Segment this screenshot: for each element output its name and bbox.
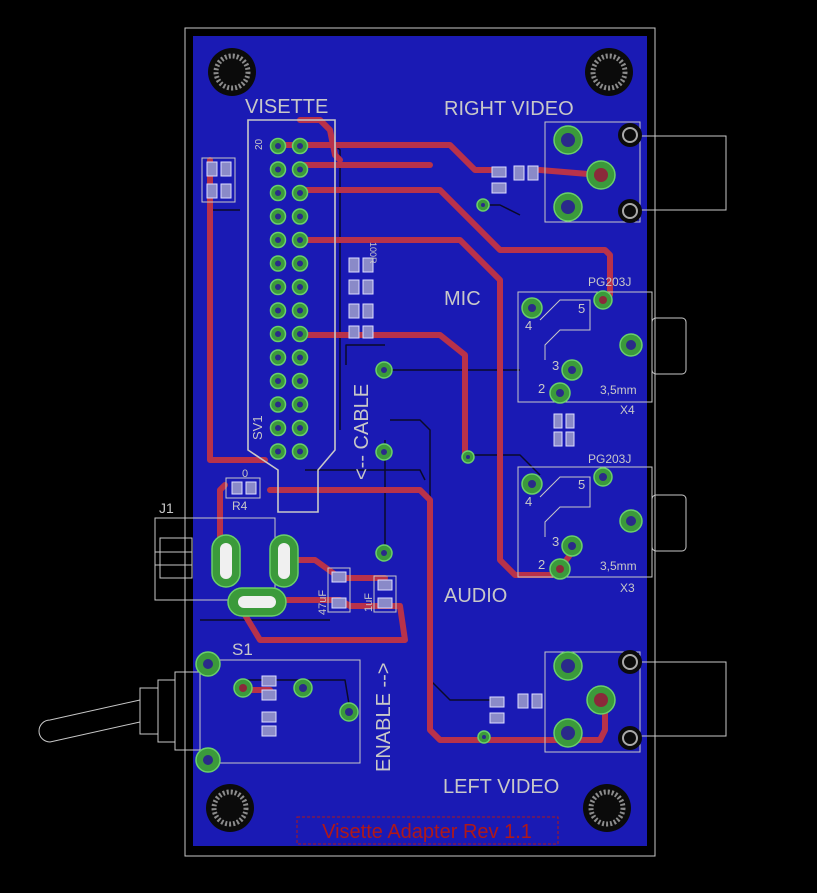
visette-label: VISETTE bbox=[245, 96, 328, 118]
sv1-pins bbox=[269, 137, 309, 460]
sv1-pin-drill bbox=[297, 190, 303, 196]
sv1-pin-drill bbox=[275, 213, 281, 220]
sv1-pin-drill bbox=[297, 378, 303, 384]
jack-x4 bbox=[517, 290, 687, 404]
cap-47uf-label: 47uF bbox=[317, 590, 329, 615]
cap-c8 bbox=[489, 693, 543, 724]
r4-value: 0 bbox=[242, 468, 248, 480]
r4-component bbox=[225, 477, 261, 499]
rca-right-video bbox=[544, 121, 727, 223]
sv1-pin-drill bbox=[275, 331, 281, 337]
cap-c10 bbox=[553, 413, 575, 447]
x4-size: 3,5mm bbox=[600, 383, 637, 397]
switch-s1 bbox=[38, 651, 361, 773]
audio-label: AUDIO bbox=[444, 585, 507, 607]
sv1-pin-drill bbox=[297, 307, 303, 314]
mic-label: MIC bbox=[444, 288, 481, 310]
cap-1uf-label: 1uF bbox=[363, 593, 375, 612]
cap-c9 bbox=[491, 165, 539, 194]
sv1-pin-drill bbox=[297, 237, 303, 243]
x3-pin2: 2 bbox=[538, 557, 545, 572]
left-video-label: LEFT VIDEO bbox=[443, 776, 559, 798]
sv1-pin-drill bbox=[275, 354, 281, 361]
x3-size: 3,5mm bbox=[600, 559, 637, 573]
x3-pin5: 5 bbox=[578, 477, 585, 492]
sv1-pin-drill bbox=[275, 378, 281, 384]
sv1-pin-drill bbox=[275, 401, 281, 408]
x3-pin3: 3 bbox=[552, 534, 559, 549]
enable-label: ENABLE --> bbox=[373, 663, 395, 772]
sv1-pin-drill bbox=[275, 260, 281, 267]
x4-pin2: 2 bbox=[538, 381, 545, 396]
sv1-outline bbox=[247, 119, 336, 513]
jack-x3 bbox=[517, 466, 687, 580]
sv1-pin-drill bbox=[297, 425, 303, 431]
j1-connector bbox=[154, 517, 299, 617]
sv1-pin-drill bbox=[275, 307, 281, 314]
vias bbox=[375, 198, 491, 744]
r4-label: R4 bbox=[232, 499, 248, 513]
sv1-pin-drill bbox=[297, 354, 303, 361]
x4-pin3: 3 bbox=[552, 358, 559, 373]
sv1-pin-drill bbox=[297, 284, 303, 290]
mounting-holes bbox=[206, 48, 633, 832]
board-title: Visette Adapter Rev 1.1 bbox=[322, 821, 532, 843]
cap-1uf bbox=[373, 575, 397, 613]
right-video-label: RIGHT VIDEO bbox=[444, 98, 574, 120]
x3-name: PG203J bbox=[588, 452, 631, 466]
sv1-pin-drill bbox=[275, 166, 281, 173]
sv1-pin-drill bbox=[297, 401, 303, 408]
rca-left-video bbox=[544, 650, 727, 753]
cable-label: <-- CABLE bbox=[351, 384, 373, 480]
x4-pin5: 5 bbox=[578, 301, 585, 316]
sv1-pin-drill bbox=[275, 448, 281, 455]
sv1-pin-drill bbox=[297, 331, 303, 337]
j1-label: J1 bbox=[159, 500, 174, 516]
title-box bbox=[296, 816, 559, 845]
pin20-label: 20 bbox=[254, 138, 265, 150]
smd-resistor-array bbox=[348, 257, 374, 339]
board-outline bbox=[184, 27, 656, 857]
sv1-pin-drill bbox=[297, 213, 303, 220]
sv1-pin-drill bbox=[275, 190, 281, 196]
sv1-pin-drill bbox=[275, 425, 281, 431]
x4-name: PG203J bbox=[588, 275, 631, 289]
sv1-pin-drill bbox=[297, 448, 303, 455]
x4-ref: X4 bbox=[620, 403, 635, 417]
sv1-pin-drill bbox=[275, 143, 281, 149]
smd-caps-upper-left bbox=[201, 157, 236, 203]
x3-ref: X3 bbox=[620, 581, 635, 595]
sv1-pin-drill bbox=[275, 284, 281, 290]
sv1-pin-drill bbox=[275, 237, 281, 243]
x3-pin4: 4 bbox=[525, 494, 532, 509]
s1-label: S1 bbox=[232, 640, 253, 659]
cap-47uf bbox=[327, 567, 351, 613]
x4-pin4: 4 bbox=[525, 318, 532, 333]
res-100r-label: 100R bbox=[368, 242, 378, 264]
sv1-pin-drill bbox=[297, 143, 303, 149]
sv1-label: SV1 bbox=[250, 415, 265, 440]
sv1-pin-drill bbox=[297, 166, 303, 173]
sv1-pin-drill bbox=[297, 260, 303, 267]
